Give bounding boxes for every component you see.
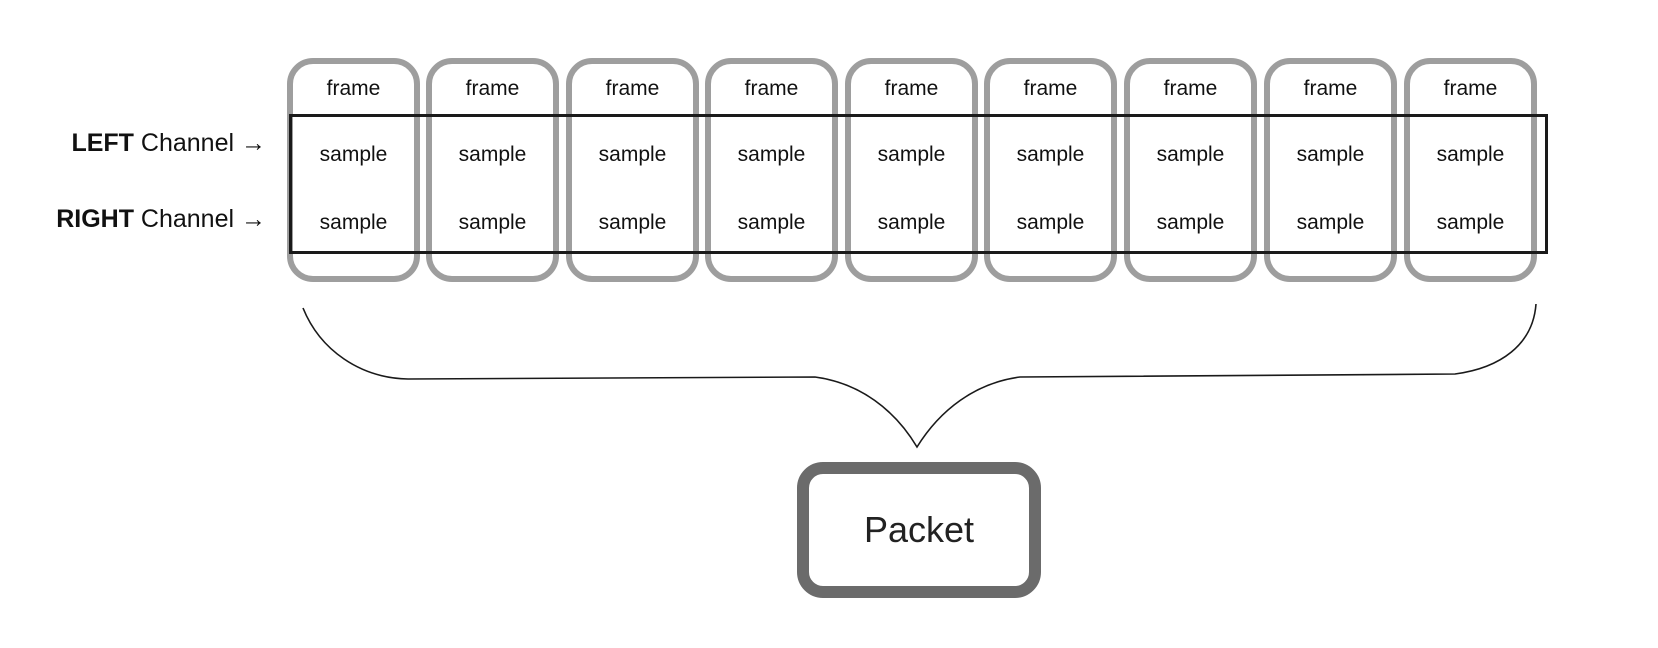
packet-box: Packet: [797, 462, 1041, 598]
right-sample: sample: [319, 211, 388, 234]
frame-box: frame sample sample: [1404, 58, 1537, 282]
channel-label-right: RIGHT Channel →: [56, 207, 266, 232]
channel-label-left: LEFT Channel →: [71, 131, 266, 156]
frame-box: frame sample sample: [705, 58, 838, 282]
left-sample: sample: [877, 143, 946, 166]
left-sample: sample: [1016, 143, 1085, 166]
left-sample: sample: [1296, 143, 1365, 166]
right-sample: sample: [1156, 211, 1225, 234]
left-sample: sample: [598, 143, 667, 166]
left-sample: sample: [1436, 143, 1505, 166]
frame-box: frame sample sample: [845, 58, 978, 282]
right-sample: sample: [1436, 211, 1505, 234]
frame-label: frame: [744, 77, 799, 100]
frame-box: frame sample sample: [984, 58, 1117, 282]
right-sample: sample: [458, 211, 527, 234]
channel-label-right-suffix: Channel →: [133, 205, 266, 233]
left-sample: sample: [458, 143, 527, 166]
frame-label: frame: [1443, 77, 1498, 100]
left-sample: sample: [737, 143, 806, 166]
frame-label: frame: [326, 77, 381, 100]
frame-label: frame: [884, 77, 939, 100]
frame-label: frame: [465, 77, 520, 100]
left-sample: sample: [1156, 143, 1225, 166]
brace-curve: [302, 303, 1537, 449]
channel-label-left-strong: LEFT: [71, 129, 134, 157]
right-sample: sample: [737, 211, 806, 234]
frame-box: frame sample sample: [287, 58, 420, 282]
frame-box: frame sample sample: [1264, 58, 1397, 282]
frame-box: frame sample sample: [1124, 58, 1257, 282]
frame-label: frame: [1023, 77, 1078, 100]
channel-label-right-strong: RIGHT: [56, 205, 134, 233]
right-sample: sample: [877, 211, 946, 234]
frame-label: frame: [1163, 77, 1218, 100]
frame-label: frame: [605, 77, 660, 100]
frame-box: frame sample sample: [426, 58, 559, 282]
channel-label-left-suffix: Channel →: [133, 129, 266, 157]
packet-label: Packet: [863, 509, 975, 550]
right-sample: sample: [1016, 211, 1085, 234]
left-sample: sample: [319, 143, 388, 166]
right-sample: sample: [598, 211, 667, 234]
right-sample: sample: [1296, 211, 1365, 234]
frame-box: frame sample sample: [566, 58, 699, 282]
frame-label: frame: [1303, 77, 1358, 100]
